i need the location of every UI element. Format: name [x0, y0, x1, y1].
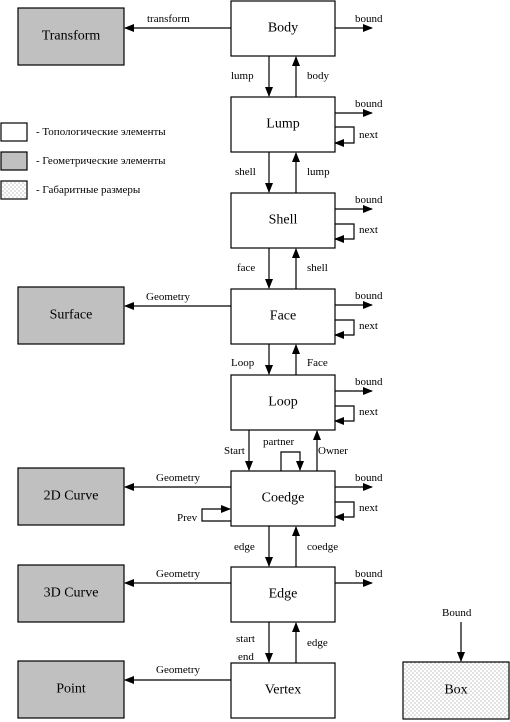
coedge-node	[230, 470, 336, 527]
shell-next-loop	[334, 223, 355, 243]
legend-geometric: - Геометрические элементы	[36, 155, 166, 167]
body-label: Body	[268, 21, 298, 36]
shell-bound-label: bound	[355, 194, 383, 206]
bound-arrows: bound bound bound bound bound bound boun…	[335, 13, 383, 587]
face-bound-label: bound	[355, 290, 383, 302]
body-bound-label: bound	[355, 13, 383, 25]
face-node	[230, 288, 336, 345]
lump-up-label: lump	[307, 166, 330, 178]
surface-arrow-label: Geometry	[146, 291, 190, 303]
coedge-bound-label: bound	[355, 472, 383, 484]
box-label: Box	[444, 683, 467, 698]
coedge-up-label: coedge	[307, 541, 338, 553]
start-lower-label: start	[236, 633, 255, 645]
legend: - Топологические элементы - Геометрическ…	[0, 122, 166, 200]
curve3d-node	[17, 564, 125, 623]
lump-down-label: lump	[231, 70, 254, 82]
coedge-next-label: next	[359, 502, 378, 514]
face-next-loop	[334, 319, 355, 339]
loop-next-label: next	[359, 406, 378, 418]
edge-label: Edge	[269, 587, 298, 602]
legend-bounding: - Габаритные размеры	[36, 184, 141, 196]
box-node	[402, 661, 510, 720]
loop-node	[230, 374, 336, 431]
edge-node	[230, 566, 336, 623]
face-up-label: Face	[307, 357, 328, 369]
lump-node	[230, 96, 336, 153]
body-up-label: body	[307, 70, 330, 82]
shell-node	[230, 192, 336, 249]
body-node	[230, 0, 336, 57]
legend-swatch-topological	[0, 122, 28, 142]
transform-label: Transform	[42, 29, 101, 44]
edge-up-label: edge	[307, 637, 328, 649]
coedge-label: Coedge	[262, 491, 305, 506]
shell-up-label: shell	[307, 262, 328, 274]
lump-next-label: next	[359, 129, 378, 141]
point-node	[17, 660, 125, 719]
partner-label: partner	[263, 436, 294, 448]
box-bound-label: Bound	[442, 607, 472, 619]
lump-bound-label: bound	[355, 98, 383, 110]
point-arrow-label: Geometry	[156, 664, 200, 676]
loop-bound-label: bound	[355, 376, 383, 388]
curve2d-node	[17, 467, 125, 526]
legend-topological: - Топологические элементы	[36, 126, 166, 138]
loop-next-loop	[334, 405, 355, 425]
loop-down-label: Loop	[231, 357, 255, 369]
next-loops: next next next next next	[334, 126, 378, 521]
shell-down-label: shell	[235, 166, 256, 178]
face-next-label: next	[359, 320, 378, 332]
edge-bound-label: bound	[355, 568, 383, 580]
shell-label: Shell	[269, 213, 298, 228]
vertex-node	[230, 662, 336, 719]
start-label: Start	[224, 445, 245, 457]
legend-swatch-bounding	[0, 180, 28, 200]
lump-label: Lump	[266, 117, 299, 132]
prev-label: Prev	[177, 512, 198, 524]
curve3d-label: 3D Curve	[44, 586, 99, 601]
prev-loop	[201, 505, 231, 522]
edge-down-label: edge	[234, 541, 255, 553]
coedge-next-loop	[334, 501, 355, 521]
transform-node	[17, 7, 125, 66]
curve2d-arrow-label: Geometry	[156, 472, 200, 484]
surface-label: Surface	[50, 308, 93, 323]
transform-arrow-label: transform	[147, 13, 190, 25]
point-label: Point	[56, 682, 86, 697]
shell-next-label: next	[359, 224, 378, 236]
curve2d-label: 2D Curve	[44, 489, 99, 504]
legend-swatch-geometric	[0, 151, 28, 171]
surface-node	[17, 286, 125, 345]
curve3d-arrow-label: Geometry	[156, 568, 200, 580]
partner-loop	[280, 451, 304, 471]
end-label: end	[238, 651, 254, 663]
owner-label: Owner	[318, 445, 348, 457]
face-down-label: face	[237, 262, 255, 274]
loop-label: Loop	[268, 395, 298, 410]
vertex-label: Vertex	[265, 683, 302, 698]
lump-next-loop	[334, 126, 355, 147]
face-label: Face	[270, 309, 296, 324]
